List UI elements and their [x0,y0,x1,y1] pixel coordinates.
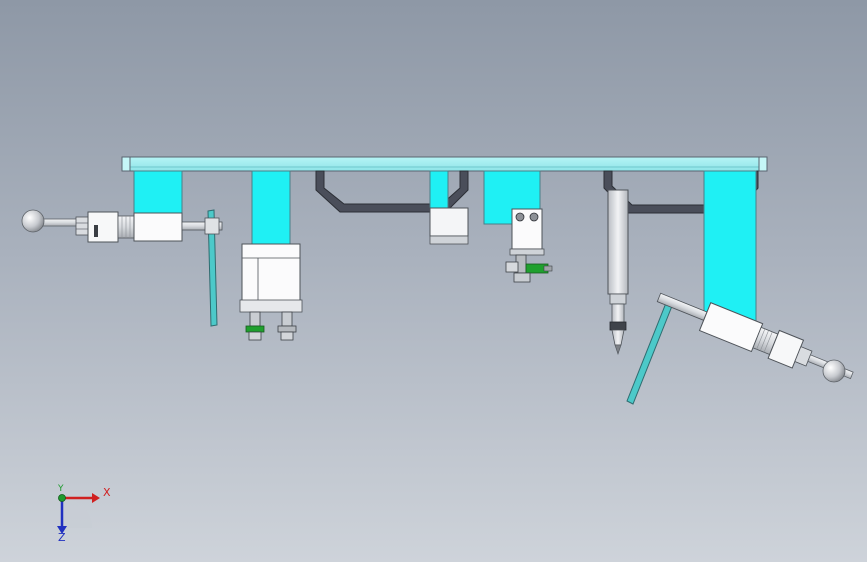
left-clamp-assembly[interactable] [21,209,223,327]
gripper-block[interactable] [429,170,469,245]
left-fitting [245,311,265,341]
top-plate[interactable] [121,156,768,172]
axis-x-label: X [103,486,111,499]
cylinder-block-left[interactable] [239,170,303,341]
coordinate-triad [57,493,100,534]
right-fitting [277,311,297,341]
screw-icon [515,212,525,222]
right-clamp-assembly[interactable] [626,284,857,405]
left-support-arm[interactable] [133,170,183,214]
screw-icon [529,212,539,222]
left-clamp-lever [207,209,218,327]
x-axis-arrow-icon [92,493,100,503]
right-ball-handle [822,359,846,383]
left-ball-handle [21,209,45,233]
y-axis-dot-icon [58,494,66,502]
right-clamp-lever [626,302,673,405]
bracket-left[interactable] [315,170,469,213]
probe-rod[interactable] [607,189,629,355]
sensor-block[interactable] [483,170,553,283]
z-axis-arrow-icon [57,526,67,534]
axis-y-label: Y [58,484,64,494]
axis-z-label: Z [58,531,66,544]
